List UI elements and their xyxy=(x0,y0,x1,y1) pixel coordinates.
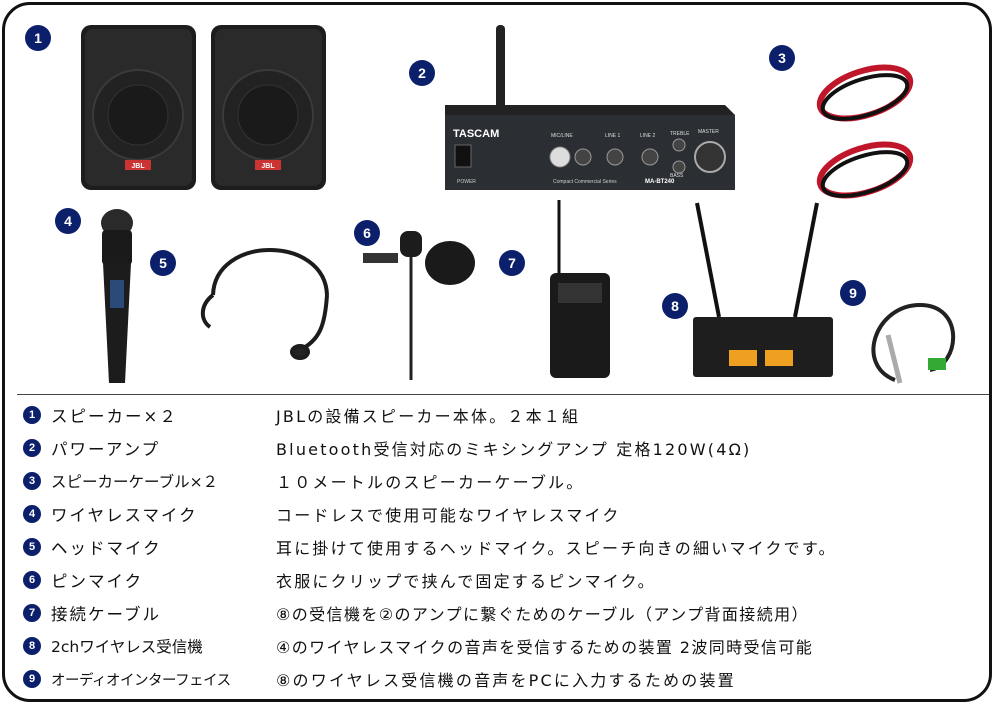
item-description: ⑧のワイヤレス受信機の音声をPCに入力するための装置 xyxy=(276,671,736,690)
item-number: 4 xyxy=(23,505,41,523)
speaker-logo-left: JBL xyxy=(131,163,145,170)
item-description: ④のワイヤレスマイクの音声を受信するための装置 2波同時受信可能 xyxy=(276,638,814,657)
section-divider xyxy=(17,394,989,395)
item-name: ヘッドマイク xyxy=(51,539,162,558)
marker-4: 4 xyxy=(55,208,81,234)
marker-8: 8 xyxy=(662,293,688,319)
amplifier-image: TASCAM POWER MIC/LINE LINE 1 LINE 2 TREB… xyxy=(445,25,735,190)
amp-series: Compact Commercial Series xyxy=(553,179,617,185)
item-name: ワイヤレスマイク xyxy=(51,506,198,525)
item-name: オーディオインターフェイス xyxy=(51,672,231,689)
list-item: 1 スピーカー×２ JBLの設備スピーカー本体。２本１組 xyxy=(23,400,989,430)
amp-label-line2: LINE 2 xyxy=(640,133,656,139)
speaker-right-image: JBL xyxy=(211,25,326,190)
item-name: ピンマイク xyxy=(51,572,144,591)
product-illustrations: JBL JBL TASCAM POWER MIC/LINE LI xyxy=(81,25,956,384)
marker-7: 7 xyxy=(499,250,525,276)
product-panel: JBL JBL TASCAM POWER MIC/LINE LI xyxy=(2,2,992,702)
amp-label-master: MASTER xyxy=(698,129,719,135)
item-description: 耳に掛けて使用するヘッドマイク。スピーチ向きの細いマイクです。 xyxy=(276,539,837,558)
item-description: １０メートルのスピーカーケーブル。 xyxy=(276,473,585,492)
item-number: 3 xyxy=(23,472,41,490)
item-name: 2chワイヤレス受信機 xyxy=(51,638,203,656)
amp-model: MA-BT240 xyxy=(645,179,675,185)
item-description: JBLの設備スピーカー本体。２本１組 xyxy=(276,407,581,426)
item-number: 2 xyxy=(23,439,41,457)
marker-2: 2 xyxy=(409,60,435,86)
receiver-image xyxy=(693,202,833,377)
bodypack-image xyxy=(550,200,610,378)
marker-3: 3 xyxy=(769,45,795,71)
list-item: 8 2chワイヤレス受信機 ④のワイヤレスマイクの音声を受信するための装置 2波… xyxy=(23,631,989,661)
marker-6: 6 xyxy=(354,220,380,246)
item-number: 5 xyxy=(23,538,41,556)
amp-logo: TASCAM xyxy=(453,128,499,140)
list-item: 2 パワーアンプ Bluetooth受信対応のミキシングアンプ 定格120W(4… xyxy=(23,433,989,463)
list-item: 6 ピンマイク 衣服にクリップで挟んで固定するピンマイク。 xyxy=(23,565,989,595)
speaker-logo-right: JBL xyxy=(261,163,275,170)
item-number: 6 xyxy=(23,571,41,589)
amp-label-line1: LINE 1 xyxy=(605,133,621,139)
amp-label-power: POWER xyxy=(457,179,476,185)
amp-label-mic: MIC/LINE xyxy=(551,133,573,139)
headset-mic-image xyxy=(200,248,329,360)
list-item: 3 スピーカーケーブル×２ １０メートルのスピーカーケーブル。 xyxy=(23,466,989,496)
item-number: 1 xyxy=(23,406,41,424)
item-name: パワーアンプ xyxy=(51,440,161,459)
item-name: スピーカー×２ xyxy=(51,407,178,426)
item-number: 9 xyxy=(23,670,41,688)
item-name: 接続ケーブル xyxy=(51,605,162,624)
wireless-mic-image xyxy=(101,209,133,383)
list-item: 7 接続ケーブル ⑧の受信機を②のアンプに繋ぐためのケーブル（アンプ背面接続用） xyxy=(23,598,989,628)
speaker-cable-image xyxy=(816,64,914,199)
item-description: ⑧の受信機を②のアンプに繋ぐためのケーブル（アンプ背面接続用） xyxy=(276,605,809,624)
list-item: 9 オーディオインターフェイス ⑧のワイヤレス受信機の音声をPCに入力するための… xyxy=(23,664,989,694)
marker-5: 5 xyxy=(150,250,176,276)
item-name: スピーカーケーブル×２ xyxy=(51,473,219,491)
list-item: 4 ワイヤレスマイク コードレスで使用可能なワイヤレスマイク xyxy=(23,499,989,529)
item-number: 8 xyxy=(23,637,41,655)
marker-9: 9 xyxy=(840,280,866,306)
marker-1: 1 xyxy=(25,25,51,51)
item-description: 衣服にクリップで挟んで固定するピンマイク。 xyxy=(276,572,656,591)
speaker-left-image: JBL xyxy=(81,25,196,190)
amp-label-bass: BASS xyxy=(670,173,684,179)
list-item: 5 ヘッドマイク 耳に掛けて使用するヘッドマイク。スピーチ向きの細いマイクです。 xyxy=(23,532,989,562)
item-description: コードレスで使用可能なワイヤレスマイク xyxy=(276,506,621,525)
amp-label-treble: TREBLE xyxy=(670,131,690,137)
item-number: 7 xyxy=(23,604,41,622)
audio-interface-cable-image xyxy=(871,302,956,384)
item-description: Bluetooth受信対応のミキシングアンプ 定格120W(4Ω) xyxy=(276,440,752,459)
pin-mic-image xyxy=(363,231,475,380)
